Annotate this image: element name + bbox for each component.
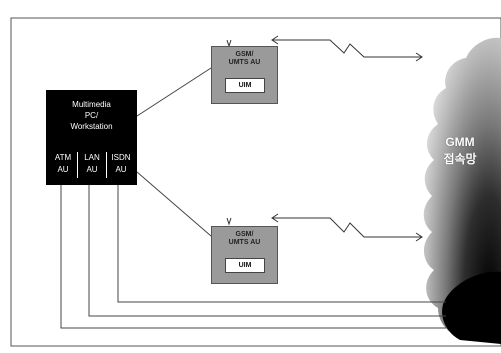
wireless-link-bottom [272, 218, 422, 237]
adapter-atm: ATM AU [49, 152, 77, 182]
adapter-row: ATM AU LAN AU ISDN AU [49, 152, 135, 182]
uim-chip: UIM [225, 258, 265, 273]
network-label: GMM 접속망 [430, 134, 490, 168]
terminal-bottom: GSM/ UMTS AU UIM [211, 226, 278, 284]
link-workstation-terminal-top [137, 68, 211, 116]
adapter-lan: LAN AU [78, 152, 106, 182]
terminal-label: GSM/ UMTS AU [212, 231, 277, 247]
workstation-title: Multimedia PC/ Workstation [46, 99, 137, 132]
terminal-label: GSM/ UMTS AU [212, 51, 277, 67]
multimedia-workstation: Multimedia PC/ Workstation ATM AU LAN AU… [46, 90, 137, 185]
link-isdn-network [118, 185, 446, 302]
uim-chip: UIM [225, 78, 265, 93]
wireless-link-top [272, 40, 422, 57]
terminal-top: GSM/ UMTS AU UIM [211, 46, 278, 104]
adapter-isdn: ISDN AU [107, 152, 135, 182]
link-workstation-terminal-bottom [137, 172, 211, 236]
antenna-icon-bottom [227, 218, 231, 224]
